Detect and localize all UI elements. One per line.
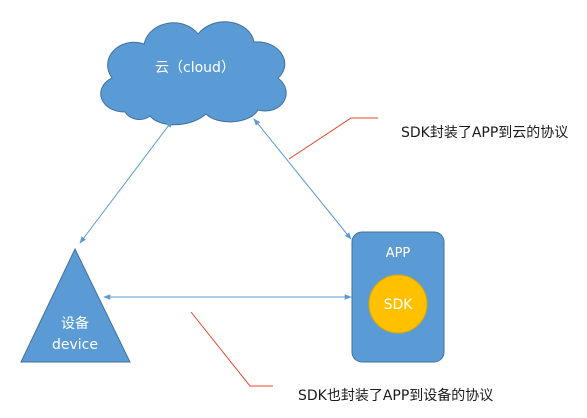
sdk-label: SDK xyxy=(384,297,414,313)
arrow-cloud-app xyxy=(253,118,352,240)
arrow-cloud-device xyxy=(79,120,173,244)
device-triangle-icon xyxy=(20,247,131,363)
app-node: APP SDK xyxy=(351,231,445,363)
leader-line-device xyxy=(190,311,273,387)
cloud-node: 云（cloud） xyxy=(100,21,287,126)
annotation-sdk-cloud: SDK封装了APP到云的协议 xyxy=(401,125,568,141)
annotation-sdk-device: SDK也封装了APP到设备的协议 xyxy=(298,387,493,404)
cloud-label: 云（cloud） xyxy=(155,60,235,76)
device-label-en: device xyxy=(52,337,98,353)
leader-line-cloud xyxy=(288,117,378,160)
sdk-circle xyxy=(368,274,428,334)
device-label-cn: 设备 xyxy=(61,315,89,332)
sdk-node: SDK xyxy=(368,274,428,334)
device-node: 设备 device xyxy=(20,247,131,363)
cloud-icon xyxy=(100,21,287,126)
app-label: APP xyxy=(386,246,411,261)
